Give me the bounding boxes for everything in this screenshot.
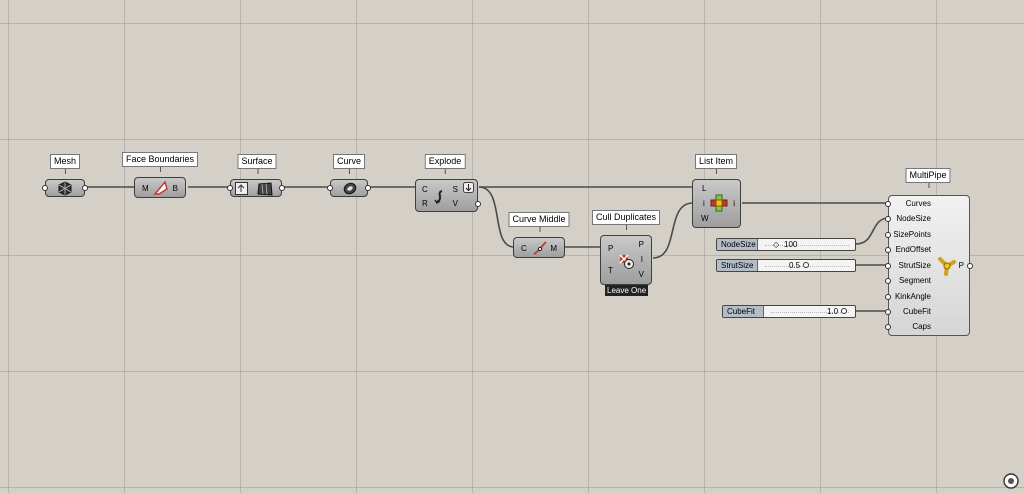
curve-middle-output-m[interactable]: M xyxy=(550,244,557,253)
list-item-input-l[interactable]: L xyxy=(702,184,707,193)
curve-output-port[interactable] xyxy=(365,185,371,191)
strutsize-slider-value: 0.5 xyxy=(789,261,801,270)
multipipe-input-nodesize[interactable]: NodeSize xyxy=(896,214,931,223)
multipipe-input-endoffset[interactable]: EndOffset xyxy=(895,245,931,254)
mesh-input-port[interactable] xyxy=(42,185,48,191)
curve-component[interactable] xyxy=(327,179,371,197)
multipipe-output-p[interactable]: P xyxy=(958,261,964,270)
curve-middle-icon xyxy=(533,241,547,255)
cull-duplicates-output-v[interactable]: V xyxy=(638,270,644,279)
cull-duplicates-mode-tag[interactable]: Leave One xyxy=(605,285,649,296)
multipipe-input-caps[interactable]: Caps xyxy=(912,322,931,331)
cull-duplicates-icon xyxy=(619,254,634,269)
multipipe-input-sizepoints[interactable]: SizePoints xyxy=(893,230,931,239)
explode-input-c[interactable]: C xyxy=(422,185,428,194)
multipipe-port-sizepoints[interactable] xyxy=(885,232,891,238)
mesh-component[interactable] xyxy=(42,179,88,197)
list-item-input-i[interactable]: i xyxy=(703,199,705,208)
list-item-icon xyxy=(710,194,728,212)
face-boundaries-component[interactable]: M B xyxy=(134,177,186,198)
list-item-output-i[interactable]: i xyxy=(733,199,735,208)
multipipe-input-cubefit[interactable]: CubeFit xyxy=(902,307,931,316)
multipipe-port-nodesize[interactable] xyxy=(885,216,891,222)
face-boundaries-input-m[interactable]: M xyxy=(142,184,149,193)
cull-duplicates-output-p[interactable]: P xyxy=(638,240,644,249)
cubefit-slider-value: 1.0 xyxy=(827,307,839,316)
face-boundaries-output-b[interactable]: B xyxy=(172,184,178,193)
surface-param-icon xyxy=(235,182,273,196)
list-item-input-w[interactable]: W xyxy=(701,214,709,223)
list-item-component[interactable]: L i W i xyxy=(692,179,741,228)
strutsize-slider-handle-icon[interactable] xyxy=(803,262,809,268)
canvas-navigation-icon[interactable] xyxy=(1002,472,1020,490)
wire-nodesize-to-multipipe xyxy=(855,217,890,245)
cull-duplicates-component[interactable]: P T P I V xyxy=(600,235,652,285)
nodesize-slider-name: NodeSize xyxy=(717,239,758,250)
strutsize-slider-name: StrutSize xyxy=(717,260,758,271)
curve-input-port[interactable] xyxy=(327,185,333,191)
multipipe-port-endoffset[interactable] xyxy=(885,247,891,253)
multipipe-port-segment[interactable] xyxy=(885,278,891,284)
curve-middle-label: Curve Middle xyxy=(508,212,570,232)
nodesize-slider-track[interactable] xyxy=(765,245,849,246)
cull-duplicates-input-t[interactable]: T xyxy=(608,266,613,275)
cubefit-slider-name: CubeFit xyxy=(723,306,764,317)
explode-graft-icon xyxy=(463,182,474,193)
cull-duplicates-output-i[interactable]: I xyxy=(640,255,643,264)
curve-middle-component[interactable]: C M xyxy=(513,237,565,258)
explode-label: Explode xyxy=(424,154,466,174)
surface-input-port[interactable] xyxy=(227,185,233,191)
multipipe-port-kinkangle[interactable] xyxy=(885,294,891,300)
explode-icon xyxy=(434,190,443,204)
cubefit-slider-handle-icon[interactable] xyxy=(841,308,847,314)
cubefit-slider[interactable]: CubeFit 1.0 xyxy=(722,305,856,318)
cull-duplicates-input-p[interactable]: P xyxy=(608,244,614,253)
mesh-label: Mesh xyxy=(49,154,81,174)
mesh-output-port[interactable] xyxy=(82,185,88,191)
multipipe-port-caps[interactable] xyxy=(885,324,891,330)
explode-output-v[interactable]: V xyxy=(452,199,458,208)
curve-param-icon xyxy=(343,182,357,195)
cull-duplicates-label: Cull Duplicates xyxy=(591,210,661,230)
nodesize-slider-value: 100 xyxy=(784,240,798,249)
multipipe-label: MultiPipe xyxy=(905,168,951,188)
explode-output-s[interactable]: S xyxy=(452,185,458,194)
face-boundaries-label: Face Boundaries xyxy=(121,152,199,172)
strutsize-slider[interactable]: StrutSize 0.5 xyxy=(716,259,856,272)
nodesize-slider-glyph: ◇ xyxy=(773,240,780,249)
nodesize-slider[interactable]: NodeSize ◇ 100 xyxy=(716,238,856,251)
multipipe-output-port[interactable] xyxy=(967,263,973,269)
list-item-label: List Item xyxy=(694,154,738,174)
cubefit-slider-track[interactable] xyxy=(771,312,849,313)
mesh-param-icon xyxy=(58,181,72,196)
multipipe-input-curves[interactable]: Curves xyxy=(905,199,931,208)
face-boundaries-icon xyxy=(153,180,168,195)
multipipe-icon xyxy=(938,257,956,276)
multipipe-port-curves[interactable] xyxy=(885,201,891,207)
explode-component[interactable]: C R S V xyxy=(415,179,481,212)
multipipe-port-strutsize[interactable] xyxy=(885,263,891,269)
multipipe-component[interactable]: Curves NodeSize SizePoints EndOffset Str… xyxy=(885,195,973,336)
multipipe-input-segment[interactable]: Segment xyxy=(898,276,931,285)
surface-output-port[interactable] xyxy=(279,185,285,191)
surface-label: Surface xyxy=(237,154,277,174)
curve-label: Curve xyxy=(332,154,366,174)
multipipe-port-cubefit[interactable] xyxy=(885,309,891,315)
surface-component[interactable] xyxy=(227,179,285,197)
curve-middle-input-c[interactable]: C xyxy=(521,244,527,253)
multipipe-input-strutsize[interactable]: StrutSize xyxy=(898,261,931,270)
explode-input-r[interactable]: R xyxy=(422,199,428,208)
explode-output-v-port[interactable] xyxy=(475,201,481,207)
multipipe-input-kinkangle[interactable]: KinkAngle xyxy=(894,292,931,301)
